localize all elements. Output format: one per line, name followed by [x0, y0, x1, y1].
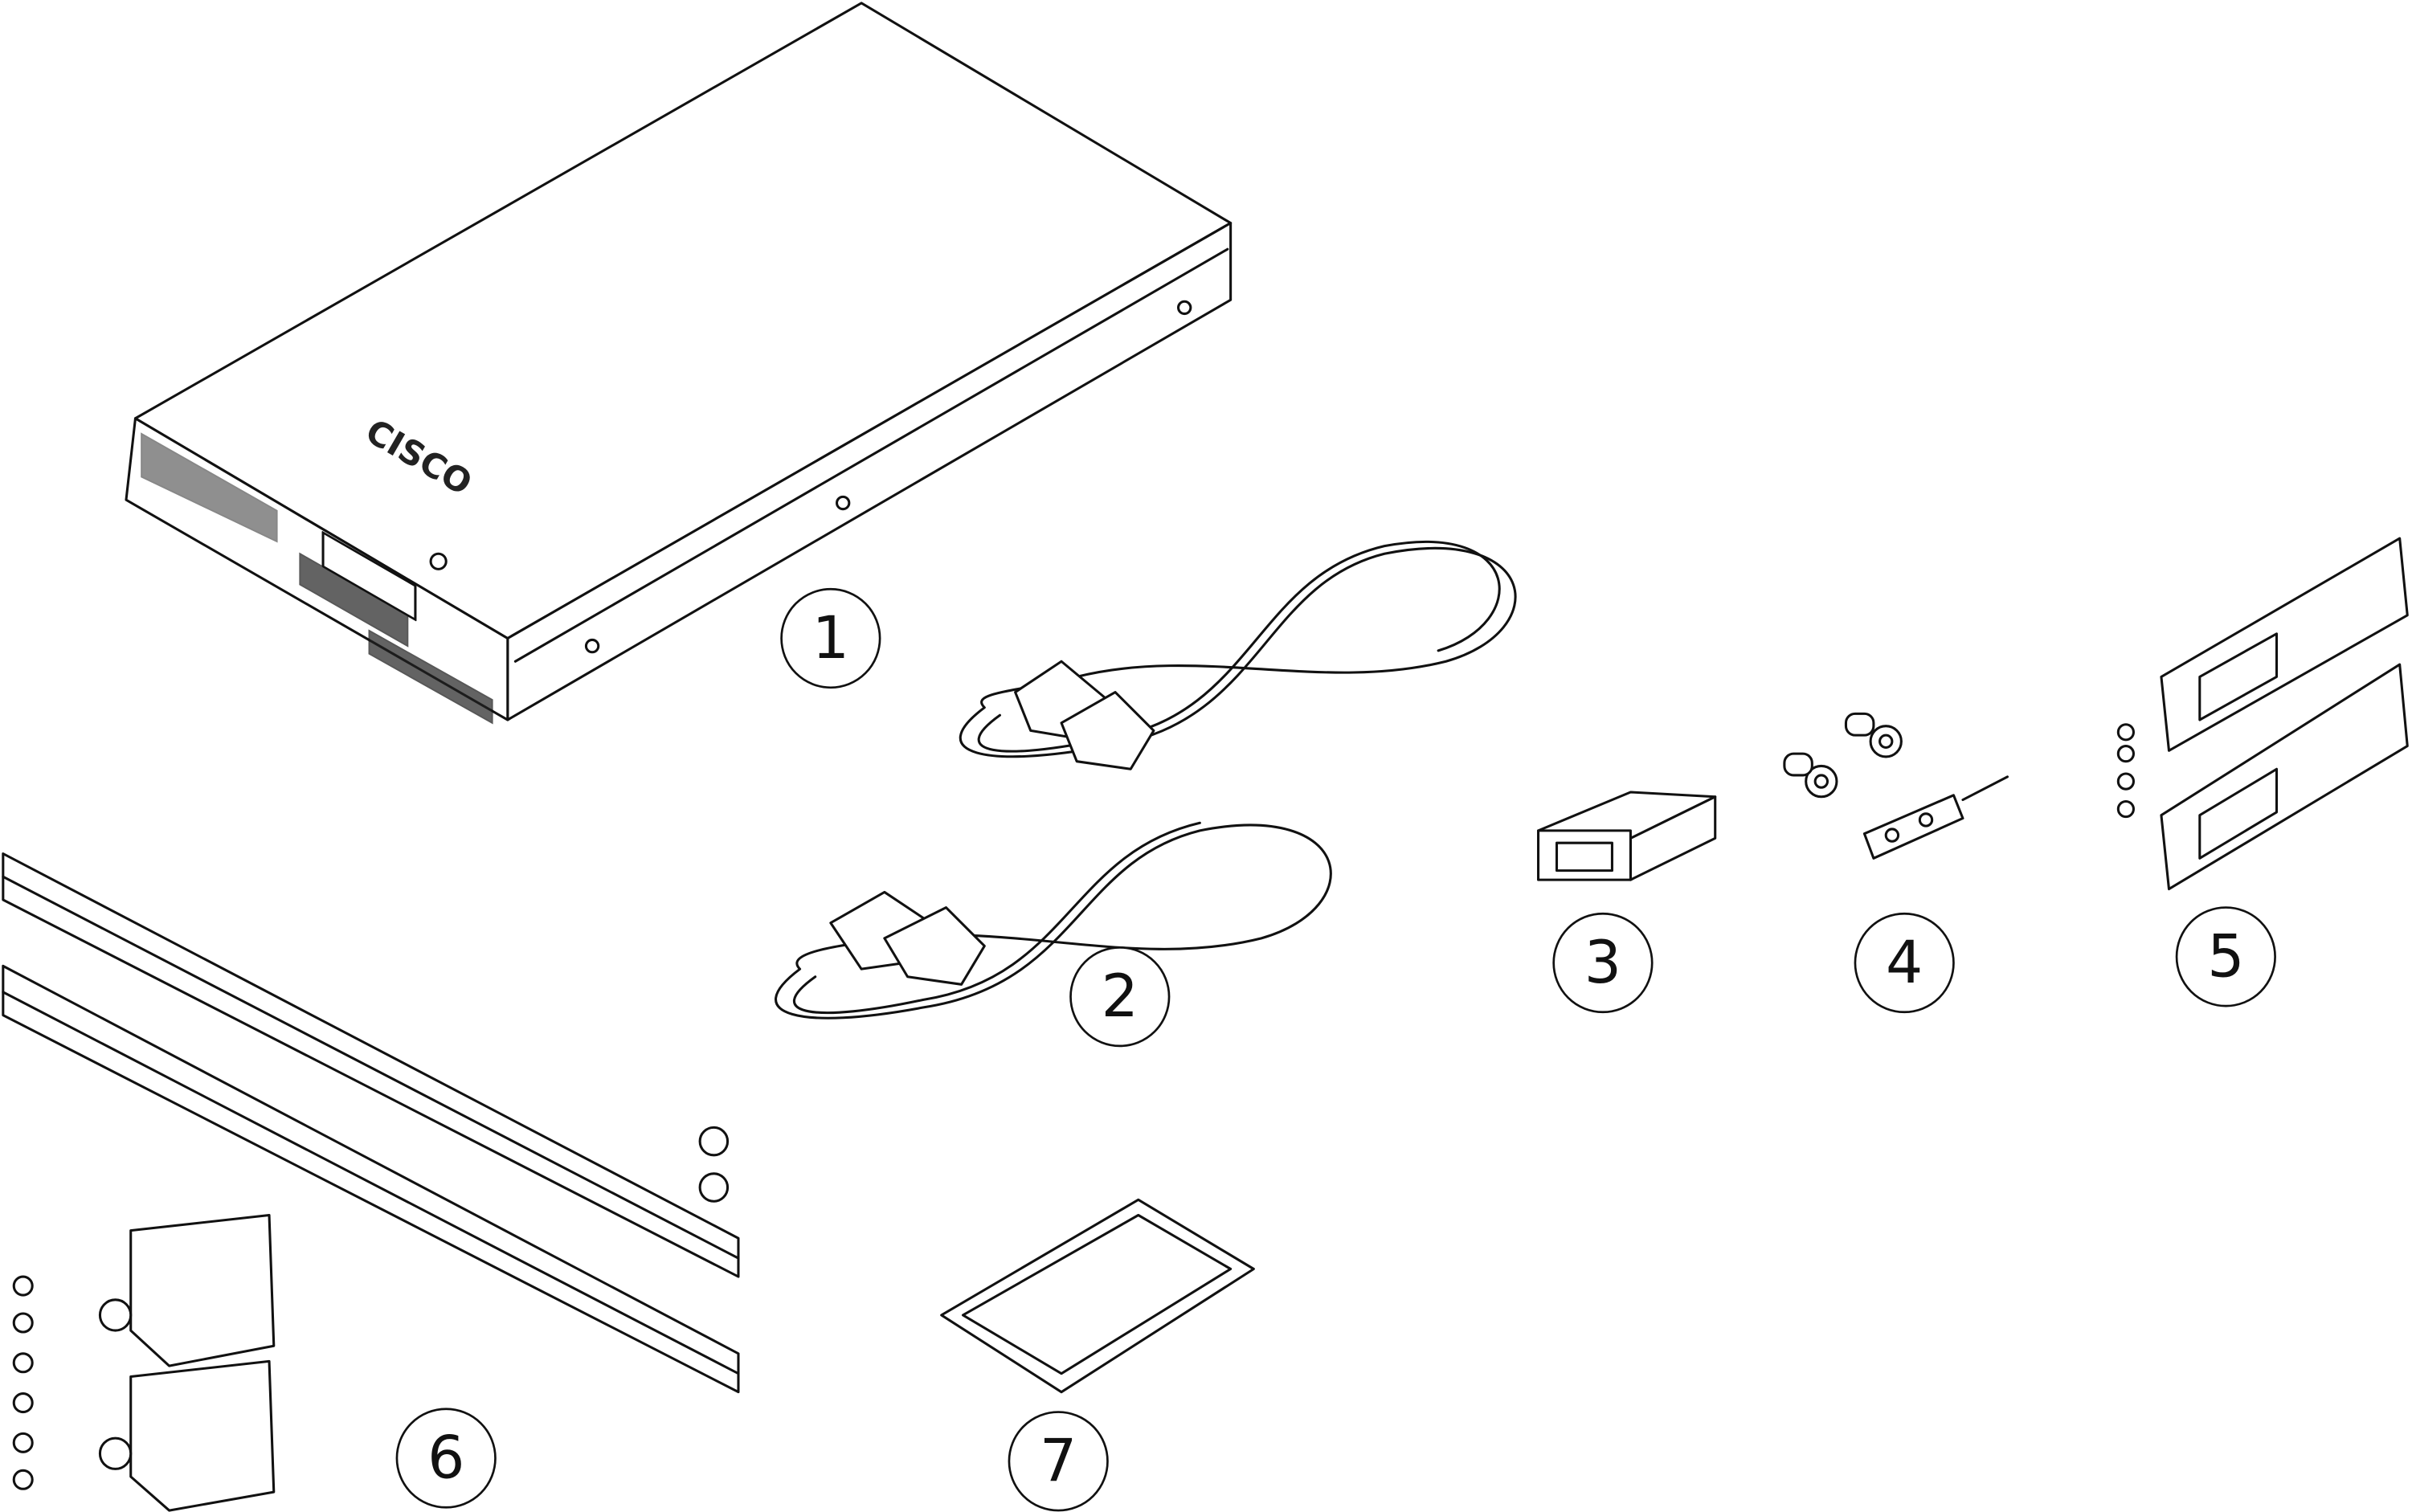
sfp-module	[1537, 791, 1717, 881]
rail-screws	[12, 1126, 730, 1490]
svg-text:4: 4	[1886, 929, 1923, 997]
callout-5: 5	[2175, 906, 2276, 1007]
svg-text:3: 3	[1584, 929, 1621, 997]
mounting-brackets	[2116, 537, 2409, 891]
svg-text:1: 1	[812, 604, 849, 672]
rail-brackets	[98, 1213, 276, 1512]
svg-text:2: 2	[1102, 962, 1139, 1031]
documentation	[940, 1198, 1255, 1394]
callout-4: 4	[1854, 912, 1955, 1014]
ground-lug-kit	[1783, 712, 2009, 860]
callout-6: 6	[395, 1408, 497, 1509]
chassis: CISCO	[125, 2, 1233, 725]
svg-text:7: 7	[1040, 1427, 1077, 1495]
bracket-screws	[2116, 723, 2135, 819]
svg-text:6: 6	[427, 1424, 464, 1492]
callout-3: 3	[1552, 912, 1654, 1014]
callout-1: 1	[780, 587, 881, 689]
power-cords	[775, 540, 1517, 1020]
svg-text:5: 5	[2207, 922, 2244, 991]
rack-rails	[2, 852, 740, 1512]
callout-2: 2	[1069, 946, 1171, 1048]
front-ports	[299, 552, 493, 725]
callout-7: 7	[1008, 1411, 1109, 1512]
